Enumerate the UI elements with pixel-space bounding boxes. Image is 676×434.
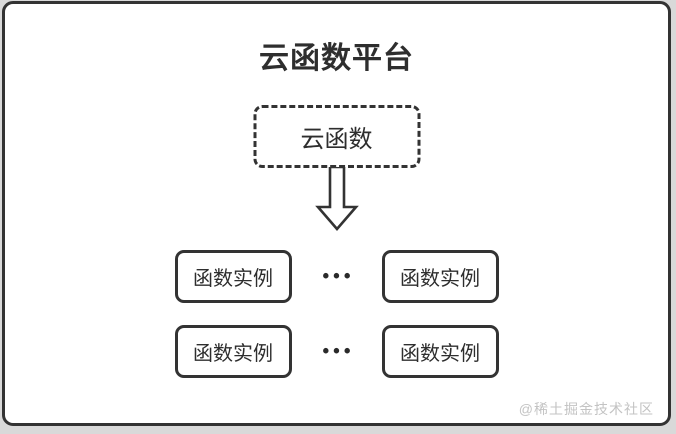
cloud-function-box: 云函数 <box>253 105 420 168</box>
function-instance-box: 函数实例 <box>174 250 292 303</box>
function-instance-label: 函数实例 <box>193 343 273 365</box>
function-instance-label: 函数实例 <box>400 268 480 290</box>
outer-frame: 云函数平台 云函数 函数实例 ••• 函数实例 函数实例 ••• 函数实例 <box>2 1 671 426</box>
function-instance-box: 函数实例 <box>381 250 499 303</box>
instance-row-2: 函数实例 ••• 函数实例 <box>5 325 668 378</box>
watermark: @稀土掘金技术社区 <box>518 401 654 417</box>
diagram-title: 云函数平台 <box>259 42 414 75</box>
function-instance-box: 函数实例 <box>381 325 499 378</box>
cloud-function-label: 云函数 <box>300 126 373 153</box>
down-arrow-svg <box>314 165 359 231</box>
ellipsis-dots: ••• <box>322 265 355 287</box>
function-instance-box: 函数实例 <box>174 325 292 378</box>
function-instance-label: 函数实例 <box>400 343 480 365</box>
instance-row-1: 函数实例 ••• 函数实例 <box>5 250 668 303</box>
ellipsis-dots: ••• <box>322 340 355 362</box>
function-instance-label: 函数实例 <box>193 268 273 290</box>
down-arrow-icon <box>314 165 359 233</box>
